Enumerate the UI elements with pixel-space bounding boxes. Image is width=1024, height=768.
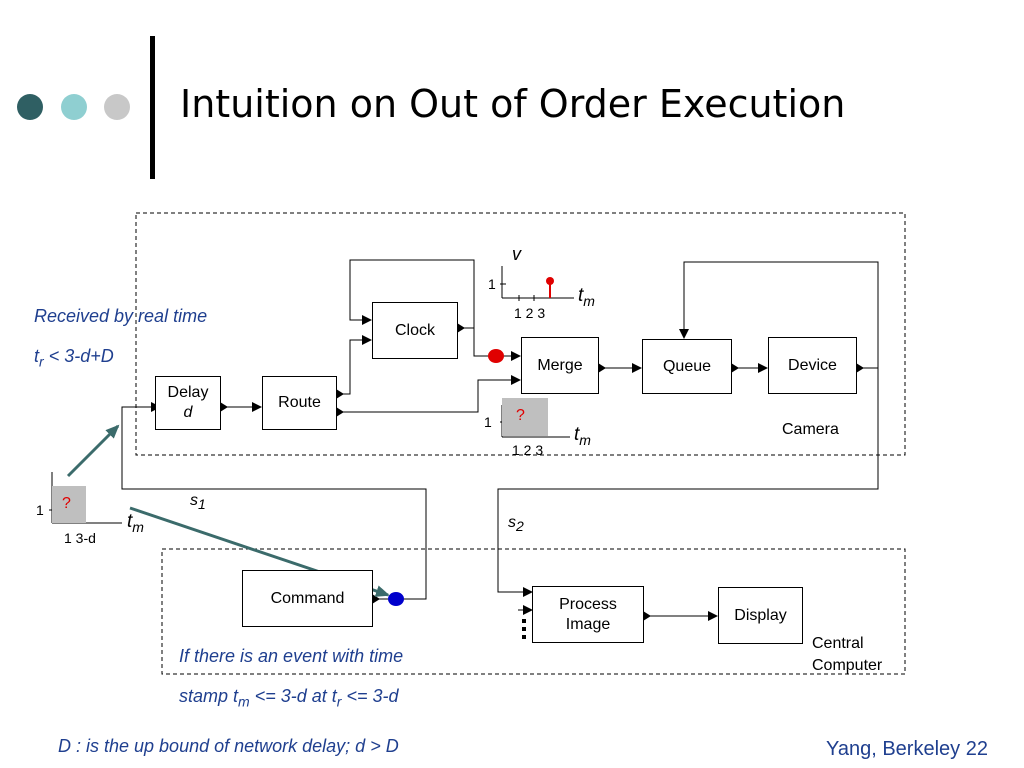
signal-s2-label: s2 bbox=[508, 514, 524, 535]
process-image-block: Process Image bbox=[532, 586, 644, 643]
clock-plot-v-label: v bbox=[512, 244, 521, 264]
command-label: Command bbox=[270, 589, 345, 607]
camera-region bbox=[135, 212, 906, 456]
clock-plot-one: 1 bbox=[488, 276, 496, 292]
left-plot-unknown-region bbox=[52, 486, 86, 523]
merge-label: Merge bbox=[537, 356, 583, 374]
note-network-delay-bound: D : is the up bound of network delay; d … bbox=[58, 736, 399, 756]
merge-plot-axis-label: tm bbox=[574, 424, 591, 448]
command-block: Command bbox=[242, 570, 373, 627]
note-received-by-real-time: Received by real time bbox=[34, 306, 208, 326]
clock-block: Clock bbox=[372, 302, 458, 359]
device-block: Device bbox=[768, 337, 857, 394]
left-plot-one: 1 bbox=[36, 502, 44, 518]
central-computer-label: Central Computer bbox=[812, 633, 882, 677]
clock-plot-axis-label: tm bbox=[578, 285, 595, 309]
clock-label: Clock bbox=[394, 321, 435, 339]
blue-event-marker bbox=[388, 592, 404, 606]
central-label-line2: Computer bbox=[812, 657, 883, 674]
delay-label: Delay bbox=[167, 384, 209, 401]
arrow-to-delay bbox=[66, 424, 120, 478]
merge-plot-question: ? bbox=[516, 407, 525, 424]
slide-footer: Yang, Berkeley 22 bbox=[826, 738, 988, 760]
central-label-line1: Central bbox=[812, 635, 864, 652]
note-event-line1: If there is an event with time bbox=[179, 646, 404, 666]
merge-plot-ticks: 1 2 3 bbox=[512, 442, 544, 458]
camera-label: Camera bbox=[782, 421, 839, 438]
header-dot-gray bbox=[104, 94, 130, 120]
red-event-marker bbox=[488, 349, 504, 363]
header-dot-dark bbox=[17, 94, 43, 120]
merge-plot-one: 1 bbox=[484, 414, 492, 430]
display-label: Display bbox=[734, 606, 787, 624]
left-plot-ticks: 1 3-d bbox=[64, 530, 96, 546]
clock-stem-dot bbox=[546, 277, 554, 285]
left-plot-axis-label: tm bbox=[127, 511, 144, 535]
merge-block: Merge bbox=[521, 337, 599, 394]
delay-symbol: d bbox=[183, 404, 193, 421]
route-label: Route bbox=[278, 394, 321, 411]
clock-plot-ticks: 1 2 3 bbox=[514, 305, 546, 321]
delay-block: Delay d bbox=[155, 376, 221, 430]
central-computer-region bbox=[161, 548, 906, 675]
merge-plot-unknown-region bbox=[502, 398, 548, 436]
queue-block: Queue bbox=[642, 339, 732, 394]
header-dot-teal bbox=[61, 94, 87, 120]
process-label-line2: Image bbox=[565, 615, 611, 633]
left-plot-question: ? bbox=[62, 495, 71, 512]
title-divider bbox=[150, 36, 155, 179]
note-event-line2: stamp tm <= 3-d at tr <= 3-d bbox=[179, 686, 399, 710]
process-label-line1: Process bbox=[559, 595, 617, 613]
signal-s1-label: s1 bbox=[190, 492, 206, 513]
slide-title: Intuition on Out of Order Execution bbox=[180, 82, 846, 126]
route-block: Route bbox=[262, 376, 337, 430]
display-block: Display bbox=[718, 587, 803, 644]
note-tr-condition: tr < 3-d+D bbox=[34, 346, 114, 370]
device-label: Device bbox=[788, 356, 837, 374]
queue-label: Queue bbox=[662, 357, 712, 375]
